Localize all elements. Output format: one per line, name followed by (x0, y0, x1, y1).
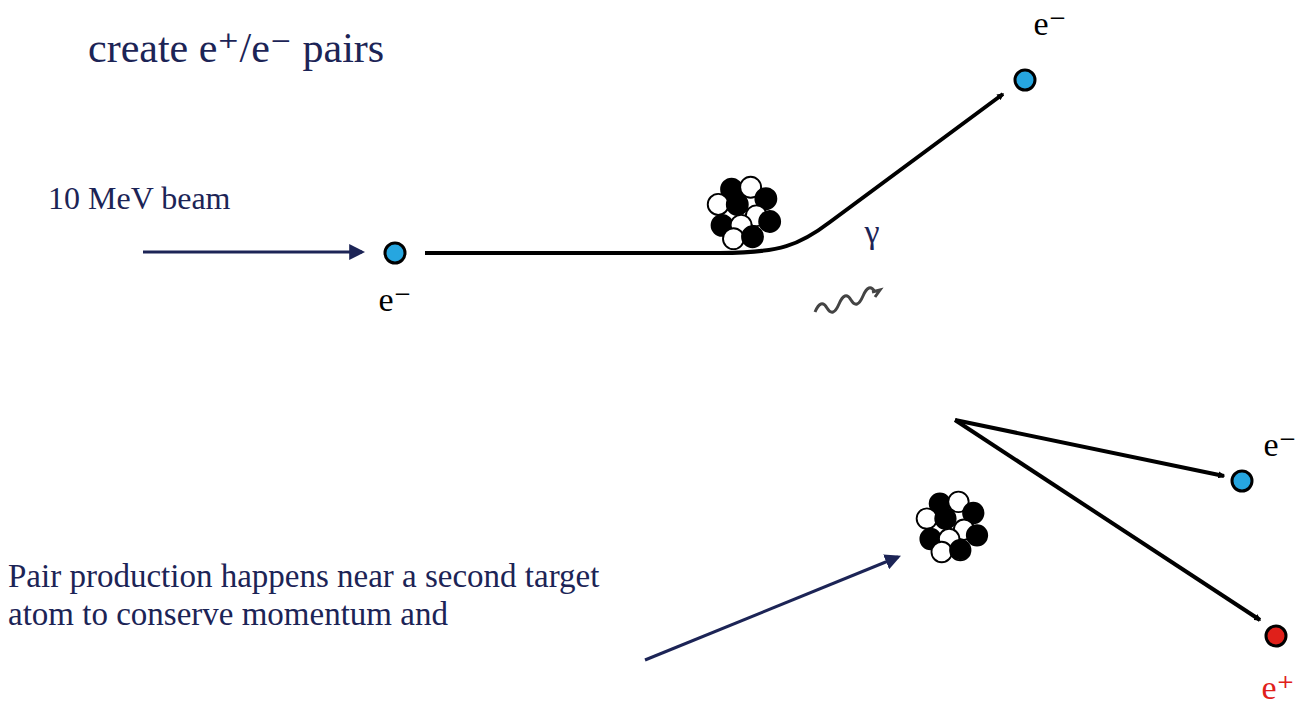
particle-label: e⁻ (1263, 425, 1296, 464)
photon-wave (815, 288, 875, 312)
electron-dot (1232, 471, 1252, 491)
photon-head (872, 290, 880, 297)
nucleus (708, 177, 780, 249)
note-arrow (645, 557, 898, 660)
particle-label: e⁻ (378, 280, 411, 319)
photon-label: γ (864, 212, 879, 251)
particle-label: e⁺ (1261, 668, 1294, 707)
beam-arrow (143, 251, 362, 254)
particle-label: e⁻ (1033, 4, 1066, 43)
electron-dot (385, 243, 405, 263)
electron-track (425, 94, 1003, 253)
note-text: Pair production happens near a second ta… (8, 558, 633, 634)
electron-dot (1015, 70, 1035, 90)
positron-track (955, 420, 1260, 620)
beam-label: 10 MeV beam (48, 180, 230, 217)
nucleus (917, 492, 988, 563)
positron-dot (1266, 626, 1286, 646)
slide-title: create e⁺/e⁻ pairs (88, 24, 384, 72)
